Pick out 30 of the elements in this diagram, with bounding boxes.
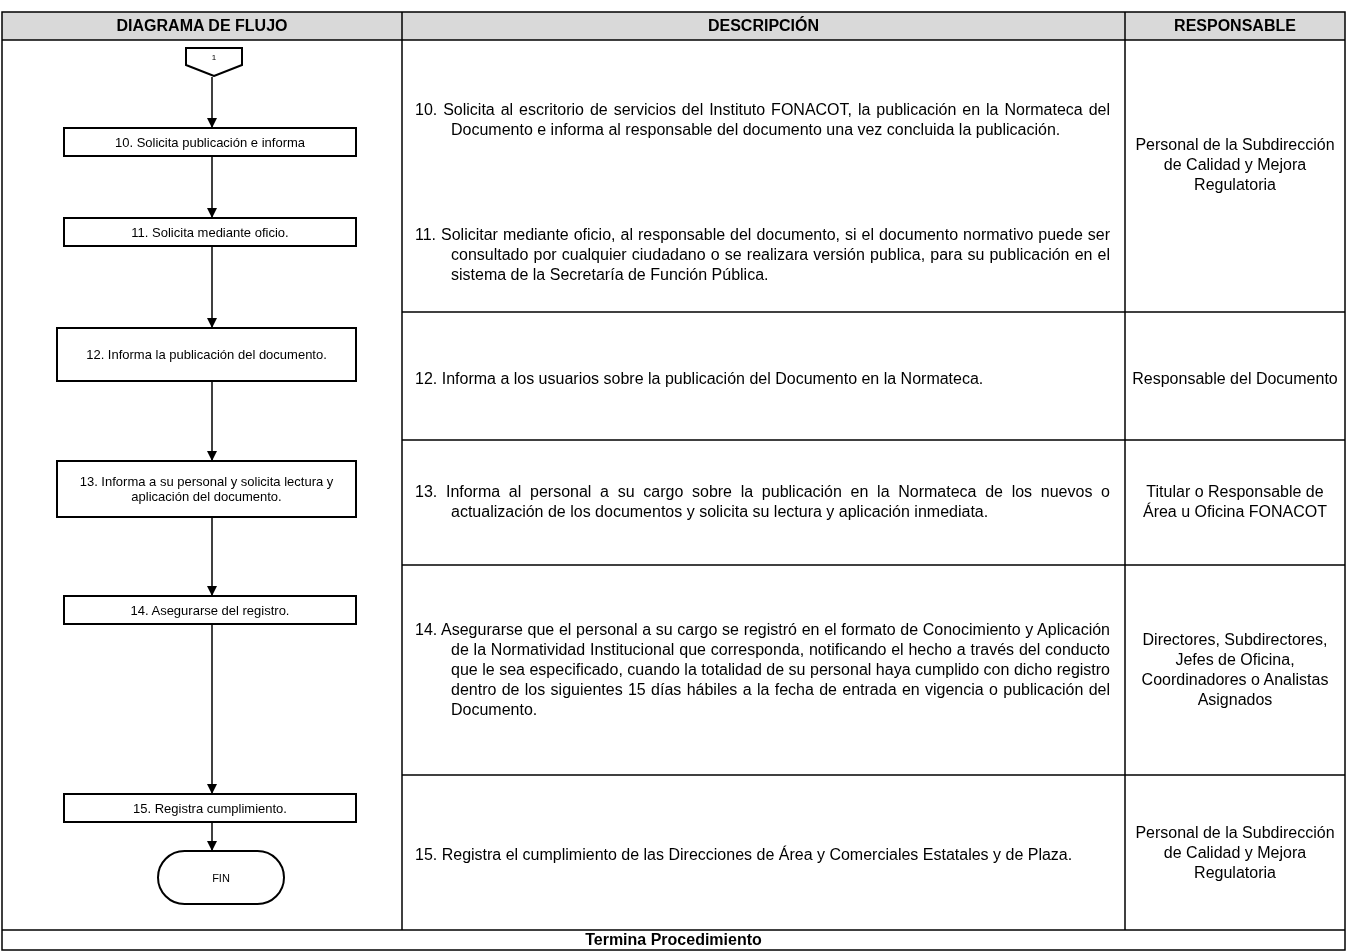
step-description: 13. Informa al personal a su cargo sobre la publicación en la Normateca de los nuevos o actualización de los documentos y solicita su lectura y aplicación inmediata. [415,482,1110,522]
process-box: 10. Solicita publicación e informa [63,127,357,157]
off-page-connector: 1 [185,47,243,77]
column-header: RESPONSABLE [1173,17,1297,35]
responsible-text: Responsable del Documento [1131,368,1339,389]
process-box: 13. Informa a su personal y solicita lectura y aplicación del documento. [56,460,357,518]
responsible-text: Directores, Subdirectores, Jefes de Oficina, Coordinadores o Analistas Asignados [1140,630,1330,710]
arrow [207,76,217,128]
footer-note: Termina Procedimiento [584,931,763,949]
responsible-text: Titular o Responsable de Área u Oficina FONACOT [1141,482,1328,522]
step-description: 12. Informa a los usuarios sobre la publicación del Documento en la Normateca. [415,368,985,389]
arrow [207,381,217,461]
step-description: 15. Registra el cumplimiento de las Direcciones de Área y Comerciales Estatales y de Plaza. [415,844,1074,865]
responsible-text: Personal de la Subdirección de Calidad y Mejora Regulatoria [1134,135,1336,195]
process-box: 11. Solicita mediante oficio. [63,217,357,247]
terminator-shape: FIN [157,850,285,905]
process-box: 15. Registra cumplimiento. [63,793,357,823]
process-box: 14. Asegurarse del registro. [63,595,357,625]
arrow [207,246,217,328]
step-description: 14. Asegurarse que el personal a su cargo se registró en el formato de Conocimiento y Aplicación de la Normatividad Institucional que corresponda, notificando el hecho a través del conducto que le sea especificado, cuando la totalidad de su personal haya cumplido con dicho registro dentro de los siguientes 15 días hábiles a la fecha de entrada en vigencia o publicación del Documento. [415,620,1110,720]
arrow [207,517,217,596]
responsible-text: Personal de la Subdirección de Calidad y Mejora Regulatoria [1134,823,1336,883]
process-box: 12. Informa la publicación del documento. [56,327,357,382]
arrow [207,822,217,851]
step-description: 11. Solicitar mediante oficio, al responsable del documento, si el documento normativo puede ser consultado por cualquier ciudadano o se realizara versión publica, para su publicación en el sistema de la Secretaría de Función Pública. [415,225,1110,285]
step-description: 10. Solicita al escritorio de servicios del Instituto FONACOT, la publicación en la Normateca del Documento e informa al responsable del documento una vez concluida la publicación. [415,100,1110,140]
column-header: DESCRIPCIÓN [706,17,821,35]
arrow [207,156,217,218]
arrow [207,624,217,794]
column-header: DIAGRAMA DE FLUJO [115,17,289,35]
